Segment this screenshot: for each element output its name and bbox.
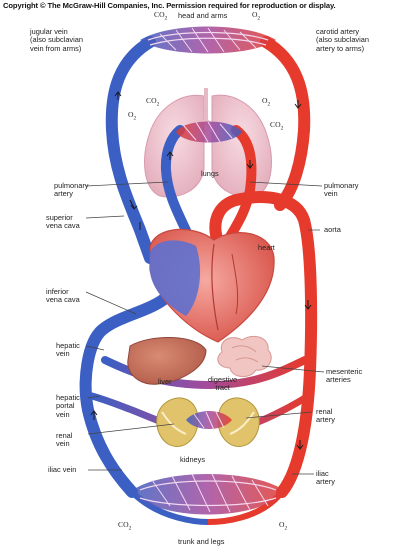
label-lungs: lungs — [201, 170, 219, 178]
label-heart: heart — [258, 244, 275, 252]
gas-o2-lung-left: O2 — [128, 110, 136, 122]
gas-o2-head: O2 — [252, 10, 260, 22]
label-trunk-and-legs: trunk and legs — [178, 538, 224, 546]
gas-co2-legs: CO2 — [118, 520, 131, 532]
inferior-vena-cava-vessel — [86, 296, 168, 492]
gas-co2-head: CO2 — [154, 10, 167, 22]
gas-co2-lung-right: CO2 — [270, 120, 283, 132]
digestive-tract-organ — [218, 336, 271, 376]
copyright-notice: Copyright © The McGraw-Hill Companies, I… — [3, 1, 336, 10]
heart-organ — [150, 229, 274, 342]
head-arms-capillary-bed — [140, 27, 276, 54]
label-aorta: aorta — [324, 226, 341, 234]
gas-co2-lung-left: CO2 — [146, 96, 159, 108]
gas-o2-lung-right: O2 — [262, 96, 270, 108]
label-kidneys: kidneys — [180, 456, 205, 464]
label-iliac-vein: iliac vein — [48, 466, 76, 474]
label-head-and-arms: head and arms — [178, 12, 227, 20]
jugular-vein-vessel — [112, 42, 150, 258]
label-liver: liver — [158, 378, 172, 386]
gas-o2-legs: O2 — [279, 520, 287, 532]
